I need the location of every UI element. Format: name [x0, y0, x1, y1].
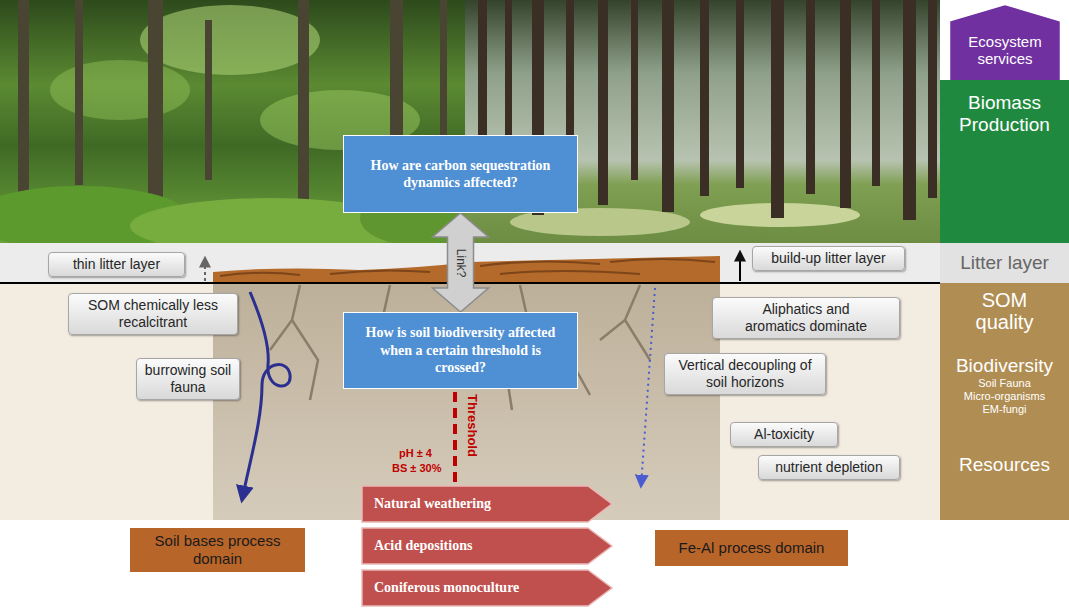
domain-box: Soil bases process domain [130, 528, 305, 572]
node-text: Vertical decoupling of soil horizons [670, 357, 820, 391]
leaching-arrow [641, 288, 655, 486]
deciduous-forest-photo [0, 0, 480, 254]
node-text: thin litter layer [73, 256, 160, 273]
tree-trunk [872, 0, 880, 186]
soil-ground [0, 284, 940, 520]
node-text: Al-toxicity [754, 426, 814, 443]
service-pentagon: Ecosystem services [951, 6, 1059, 80]
node-text: Biomass Production [944, 92, 1065, 136]
domain-box: Fe-Al process domain [655, 530, 848, 566]
threshold-label: Threshold [464, 394, 479, 457]
node-text: build-up litter layer [771, 250, 885, 267]
pentagon-fill [951, 6, 1059, 80]
arrow-fill [362, 528, 612, 564]
node-text: SOM chemically less recalcitrant [74, 297, 232, 331]
layer-band: Litter layer [940, 243, 1069, 283]
tree-trunk [736, 0, 744, 188]
process-note: nutrient depletion [758, 455, 900, 480]
node-text: Fe-Al process domain [679, 539, 825, 557]
question-box: How is soil biodiversity affected when a… [343, 312, 578, 389]
node-text: burrowing soil fauna [142, 362, 234, 396]
process-note: Vertical decoupling of soil horizons [664, 353, 826, 395]
tree-trunk [148, 0, 163, 215]
node-text: How is soil biodiversity affected when a… [354, 324, 567, 377]
process-note: SOM chemically less recalcitrant [68, 293, 238, 335]
process-note: burrowing soil fauna [136, 358, 240, 400]
node-text: Soil bases process domain [138, 532, 297, 568]
tree-trunk [903, 0, 916, 220]
tree-trunk [75, 0, 83, 185]
tree-trunk [662, 0, 674, 212]
node-text: Soil Fauna Micro-organisms EM-fungi [963, 377, 1047, 417]
process-note: Al-toxicity [730, 422, 838, 447]
tree-trunk [806, 0, 815, 194]
tree-trunk [840, 0, 851, 208]
light-patch [50, 60, 190, 120]
service-band: Biomass Production [940, 80, 1069, 243]
driver-arrow: Acid depositions [362, 528, 612, 564]
driver-arrow: Natural weathering [362, 486, 612, 522]
tree-trunk [298, 0, 309, 205]
light-patch [140, 5, 320, 75]
node-text: Litter layer [960, 252, 1049, 274]
tree-trunk [598, 0, 608, 205]
tree-trunk [18, 0, 29, 200]
edge-label: Link? [453, 246, 467, 279]
node-text: Natural weathering [374, 496, 491, 512]
node-text: Acid depositions [374, 538, 472, 554]
tree-trunk [631, 0, 638, 180]
link-arrow [433, 213, 489, 312]
node-text: Aliphatics and aromatics dominate [733, 301, 879, 335]
node-text: nutrient depletion [775, 459, 882, 476]
tree-trunk [700, 0, 709, 196]
litter-arrow [204, 258, 206, 281]
arrow-fill [362, 570, 612, 606]
node-text: SOM quality [960, 289, 1050, 333]
node-text: How are carbon sequestration dynamics af… [354, 157, 567, 192]
bioturbation-arrow [242, 292, 290, 500]
soil-band: SOM qualityBiodiversitySoil Fauna Micro-… [940, 283, 1069, 520]
question-box: How are carbon sequestration dynamics af… [343, 135, 578, 213]
arrow-fill [362, 486, 612, 522]
node-text: Resources [959, 454, 1050, 476]
process-note: thin litter layer [48, 252, 185, 277]
driver-arrow: Coniferous monoculture [362, 570, 612, 606]
process-note: build-up litter layer [752, 246, 905, 271]
tree-trunk [928, 0, 937, 198]
tree-trunk [771, 0, 784, 218]
node-text: Coniferous monoculture [374, 580, 519, 596]
litter-buildup-arrow [739, 252, 741, 281]
tree-trunk [205, 20, 212, 180]
node-text: Biodiversity [956, 355, 1053, 377]
process-note: Aliphatics and aromatics dominate [712, 297, 900, 339]
node-text: Ecosystem services [955, 33, 1055, 68]
ph-value: pH ± 4 [399, 447, 432, 459]
base-saturation-value: BS ± 30% [392, 462, 441, 474]
soil-profile [213, 284, 720, 520]
